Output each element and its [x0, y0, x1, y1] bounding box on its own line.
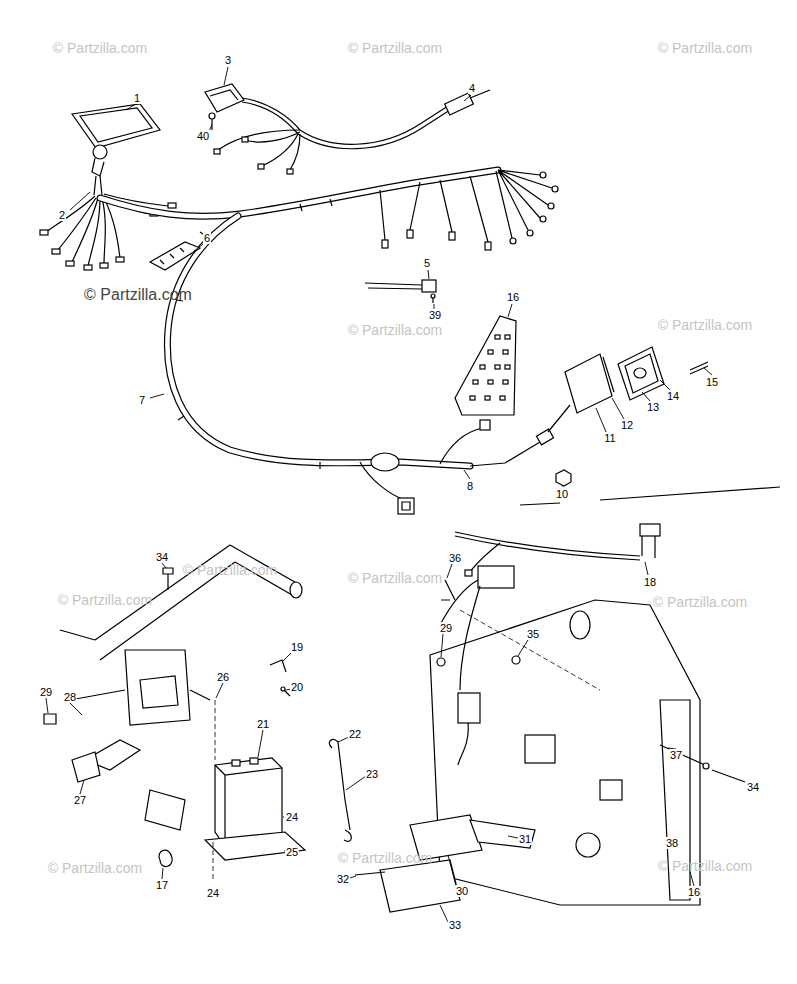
- frame: [44, 545, 302, 867]
- headlight-harness: [40, 176, 176, 270]
- callout-number: 25: [285, 846, 299, 858]
- watermark: © Partzilla.com: [183, 562, 277, 578]
- callout-number: 38: [665, 837, 679, 849]
- watermark: © Partzilla.com: [658, 40, 752, 56]
- callout-number: 34: [155, 551, 169, 563]
- callout-number: 10: [555, 488, 569, 500]
- watermark: © Partzilla.com: [84, 286, 192, 304]
- callout-number: 3: [224, 54, 232, 66]
- callout-number: 21: [256, 718, 270, 730]
- callout-number: 37: [669, 749, 683, 761]
- callout-number: 16: [506, 291, 520, 303]
- callout-number: 30: [455, 885, 469, 897]
- callout-number: 16: [687, 886, 701, 898]
- callout-number: 14: [666, 390, 680, 402]
- callout-number: 8: [466, 480, 474, 492]
- callout-number: 27: [73, 794, 87, 806]
- callout-number: 35: [526, 628, 540, 640]
- battery: [205, 660, 351, 882]
- watermark: © Partzilla.com: [348, 322, 442, 338]
- callout-number: 33: [448, 919, 462, 931]
- callout-number: 29: [39, 686, 53, 698]
- callout-number: 32: [336, 873, 350, 885]
- watermark: © Partzilla.com: [48, 860, 142, 876]
- callout-number: 23: [365, 768, 379, 780]
- callout-number: 7: [138, 394, 146, 406]
- headlight: [72, 104, 160, 176]
- callout-number: 4: [468, 82, 476, 94]
- callout-number: 31: [518, 833, 532, 845]
- callout-number: 40: [196, 130, 210, 142]
- callout-number: 19: [290, 641, 304, 653]
- callout-number: 28: [63, 691, 77, 703]
- fuse-panel: [455, 316, 516, 415]
- terminal-block: [150, 242, 200, 270]
- callout-number: 24: [206, 887, 220, 899]
- watermark: © Partzilla.com: [658, 858, 752, 874]
- callout-number: 20: [290, 681, 304, 693]
- callout-number: 11: [603, 432, 616, 444]
- callout-number: 18: [643, 576, 657, 588]
- switch: [205, 84, 490, 174]
- watermark: © Partzilla.com: [53, 40, 147, 56]
- callout-number: 17: [155, 879, 169, 891]
- leader-lines: [46, 67, 712, 922]
- watermark: © Partzilla.com: [348, 40, 442, 56]
- callout-number: 15: [705, 376, 719, 388]
- watermark: © Partzilla.com: [348, 570, 442, 586]
- callout-number: 22: [348, 728, 362, 740]
- main-harness: [100, 170, 558, 514]
- callout-number: 36: [448, 552, 462, 564]
- taillight: [520, 347, 780, 505]
- watermark: © Partzilla.com: [338, 850, 432, 866]
- watermark: © Partzilla.com: [58, 592, 152, 608]
- callout-number: 12: [620, 419, 634, 431]
- callout-number: 34: [746, 781, 760, 793]
- callout-number: 5: [423, 257, 431, 269]
- callout-number: 1: [133, 92, 141, 104]
- watermark: © Partzilla.com: [658, 317, 752, 333]
- callout-number: 24: [285, 811, 299, 823]
- callout-number: 39: [428, 309, 442, 321]
- callout-number: 6: [203, 232, 211, 244]
- callout-number: 26: [216, 671, 230, 683]
- callout-number: 13: [646, 401, 660, 413]
- callout-number: 29: [439, 622, 453, 634]
- callout-number: 2: [58, 209, 66, 221]
- watermark: © Partzilla.com: [653, 594, 747, 610]
